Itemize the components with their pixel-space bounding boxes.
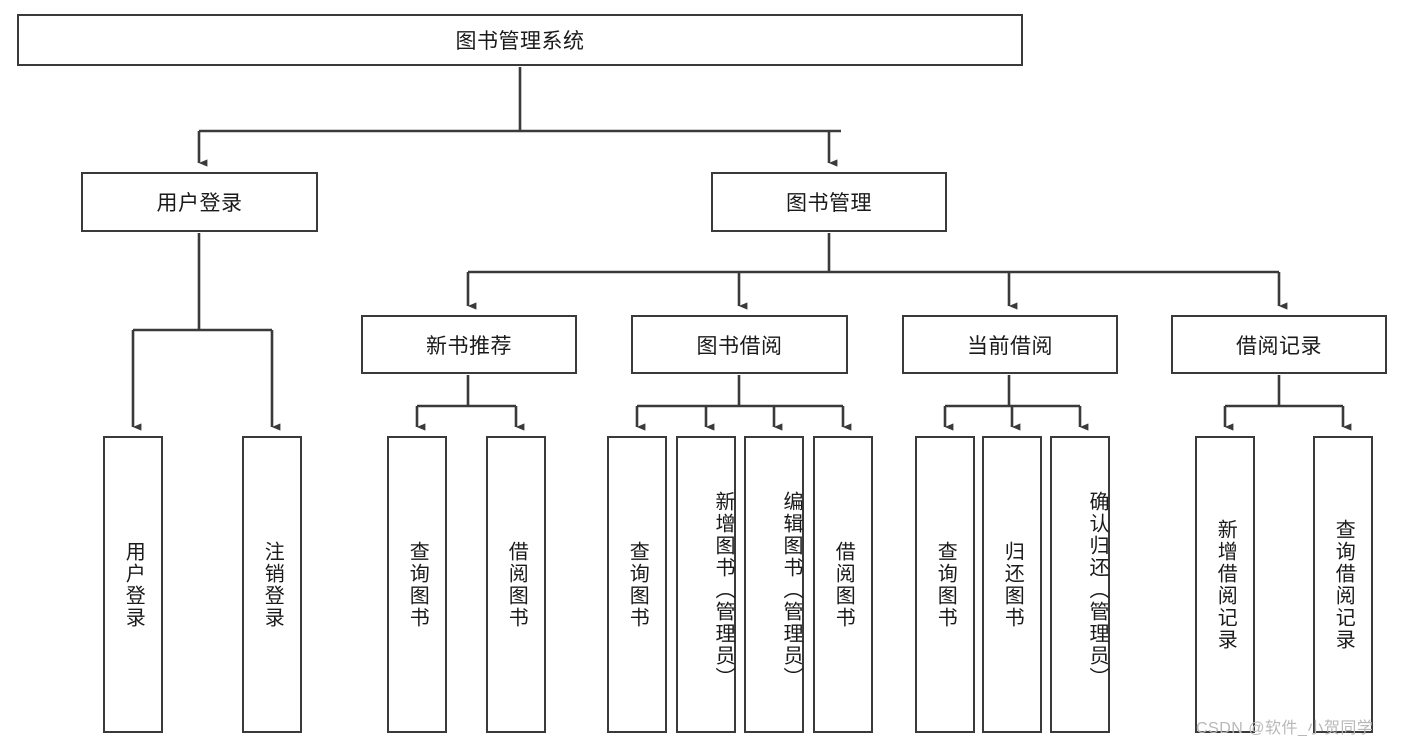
node-leaf-query-record[interactable]: 查询借阅记录 (1313, 436, 1373, 733)
node-leaf-borrow-book-2[interactable]: 借阅图书 (813, 436, 873, 733)
node-leaf-query-book-1[interactable]: 查询图书 (387, 436, 447, 733)
node-leaf-add-book[interactable]: 新增图书（管理员） (676, 436, 736, 733)
node-leaf-borrow-book-1[interactable]: 借阅图书 (486, 436, 546, 733)
node-leaf-logout-login[interactable]: 注销登录 (242, 436, 302, 733)
node-leaf-query-book-2[interactable]: 查询图书 (607, 436, 667, 733)
node-root-system[interactable]: 图书管理系统 (17, 14, 1023, 66)
node-borrow-record[interactable]: 借阅记录 (1171, 315, 1387, 374)
node-leaf-query-book-3[interactable]: 查询图书 (915, 436, 975, 733)
node-book-borrow[interactable]: 图书借阅 (631, 315, 848, 374)
csdn-watermark: CSDN @软件_小贺同学 (1196, 720, 1374, 737)
node-leaf-return-book[interactable]: 归还图书 (982, 436, 1042, 733)
node-leaf-confirm-return[interactable]: 确认归还（管理员） (1050, 436, 1110, 733)
node-leaf-user-login[interactable]: 用户登录 (103, 436, 163, 733)
node-current-borrow[interactable]: 当前借阅 (902, 315, 1118, 374)
node-leaf-edit-book[interactable]: 编辑图书（管理员） (744, 436, 804, 733)
node-user-login[interactable]: 用户登录 (81, 172, 318, 232)
node-new-book-recommend[interactable]: 新书推荐 (361, 315, 577, 374)
node-book-management[interactable]: 图书管理 (711, 172, 947, 232)
node-leaf-add-record[interactable]: 新增借阅记录 (1195, 436, 1255, 733)
